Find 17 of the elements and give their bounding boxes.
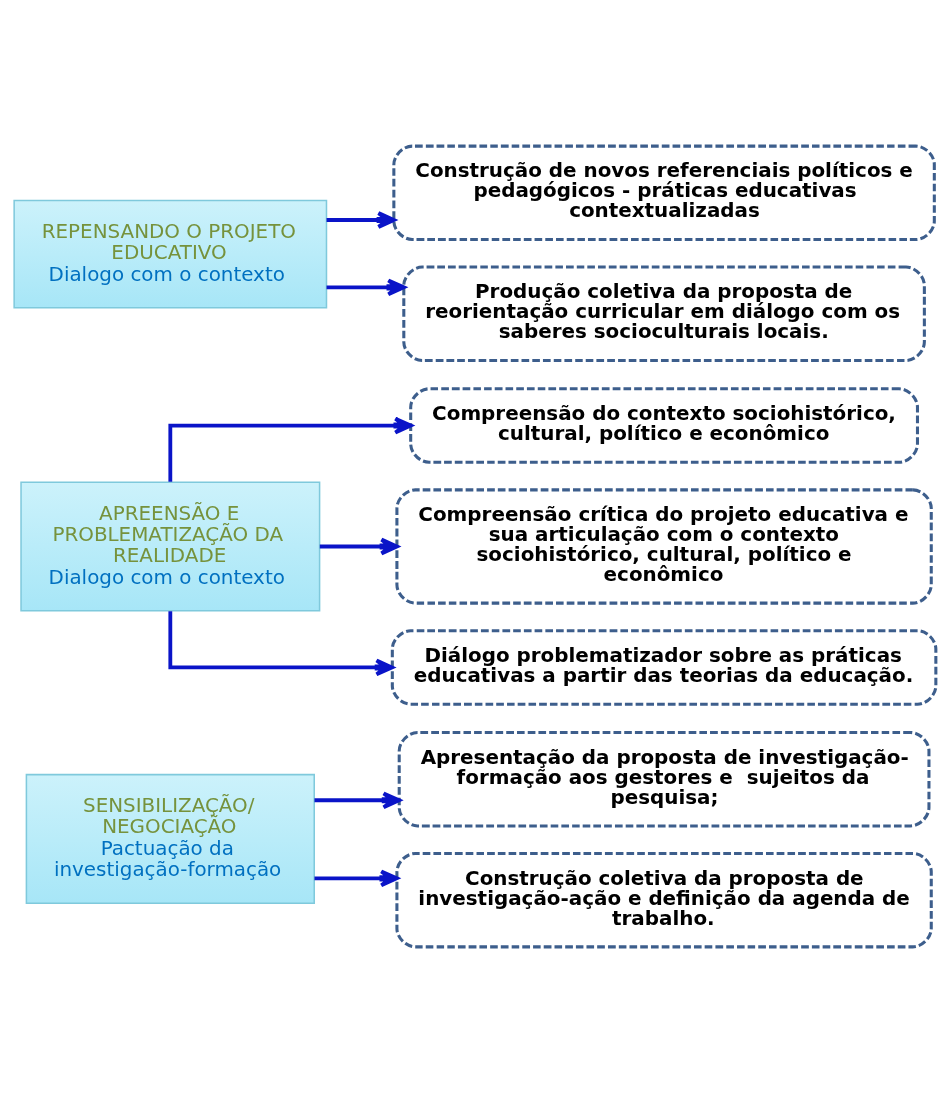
node-box: REPENSANDO O PROJETO EDUCATIVO Dialogo com o contexto bbox=[13, 199, 328, 309]
arrow bbox=[168, 611, 394, 677]
arrow bbox=[168, 416, 413, 482]
node-box: Apresentação da proposta de investigação-formação aos gestores e sujeitos da pesquisa; bbox=[397, 731, 931, 828]
node-box: SENSIBILIZAÇÃO/ NEGOCIAÇÃO Pactuação da investigação-formação bbox=[25, 773, 315, 904]
node-box: Produção coletiva da proposta de reorientação curricular em diálogo com os saberes socioculturais locais. bbox=[402, 265, 926, 362]
node-box: Construção coletiva da proposta de investigação-ação e definição da agenda de trabalho. bbox=[395, 851, 933, 949]
node-box: APREENSÃO E PROBLEMATIZAÇÃO DA REALIDADE Dialogo com o contexto bbox=[20, 481, 321, 612]
arrow bbox=[319, 537, 399, 556]
arrow bbox=[314, 869, 399, 888]
arrow bbox=[326, 278, 406, 297]
arrow bbox=[314, 791, 401, 810]
node-box: Compreensão crítica do projeto educativa e sua articulação com o contexto sociohistórico, cultural, político e econômico bbox=[395, 488, 933, 605]
arrow bbox=[326, 211, 396, 229]
node-box: Diálogo problematizador sobre as práticas educativas a partir das teorias da educação. bbox=[390, 629, 938, 706]
node-box: Construção de novos referenciais políticos e pedagógicos - práticas educativas contextualizadas bbox=[392, 144, 936, 242]
node-box: Compreensão do contexto sociohistórico, cultural, político e econômico bbox=[409, 387, 919, 464]
